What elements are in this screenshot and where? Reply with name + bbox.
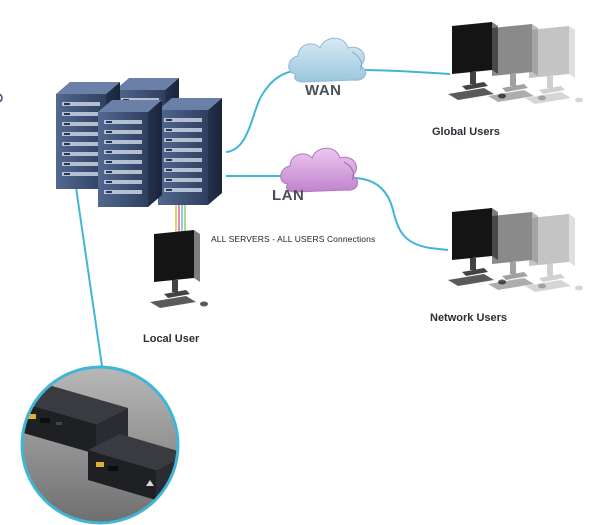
global-users-label: Global Users xyxy=(432,126,500,138)
wan-to-global-link xyxy=(359,69,451,75)
wan-link xyxy=(225,69,299,153)
global-users-icon xyxy=(448,22,583,104)
server-cluster-icon xyxy=(56,78,222,207)
lan-label: LAN xyxy=(272,187,305,204)
local-user-workstation-icon xyxy=(150,230,208,308)
kvm-device-zoom-icon xyxy=(20,365,180,525)
network-users-icon xyxy=(448,208,583,292)
network-links xyxy=(71,69,451,367)
local-user-label: Local User xyxy=(143,333,200,345)
edge-marker-icon xyxy=(0,93,3,103)
wan-cloud-icon xyxy=(288,37,367,83)
network-users-label: Network Users xyxy=(430,312,508,324)
lan-to-network-link xyxy=(351,177,449,251)
lan-cloud-icon xyxy=(280,147,359,193)
connections-caption: ALL SERVERS - ALL USERS Connections xyxy=(211,234,376,244)
wan-label: WAN xyxy=(305,82,342,99)
zoom-connector-line xyxy=(71,159,103,367)
